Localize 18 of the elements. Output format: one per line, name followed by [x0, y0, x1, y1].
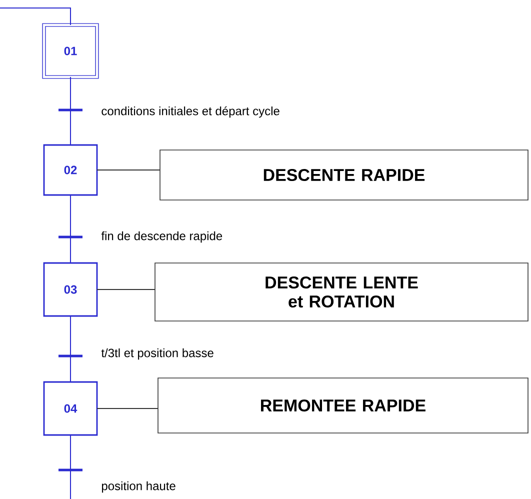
action-box: REMONTEE RAPIDE — [158, 378, 528, 434]
connector-line — [70, 194, 71, 264]
connector-line — [96, 408, 158, 409]
transition-label: fin de descende rapide — [100, 230, 224, 244]
step-box: 03 — [43, 262, 98, 317]
step-box: 02 — [43, 144, 98, 196]
initial-step-box: 01 — [42, 23, 99, 79]
connector-line — [70, 434, 71, 499]
transition-label: position haute — [100, 480, 177, 494]
action-box: DESCENTE LENTE et ROTATION — [154, 262, 528, 322]
connector-line — [96, 289, 156, 290]
transition-label: conditions initiales et départ cycle — [100, 105, 281, 119]
action-box: DESCENTE RAPIDE — [160, 150, 528, 200]
transition-label: t/3tl et position basse — [100, 347, 215, 361]
step-box: 04 — [43, 381, 98, 436]
connector-line — [70, 316, 71, 382]
connector-line — [0, 8, 71, 26]
connector-line — [70, 76, 71, 146]
